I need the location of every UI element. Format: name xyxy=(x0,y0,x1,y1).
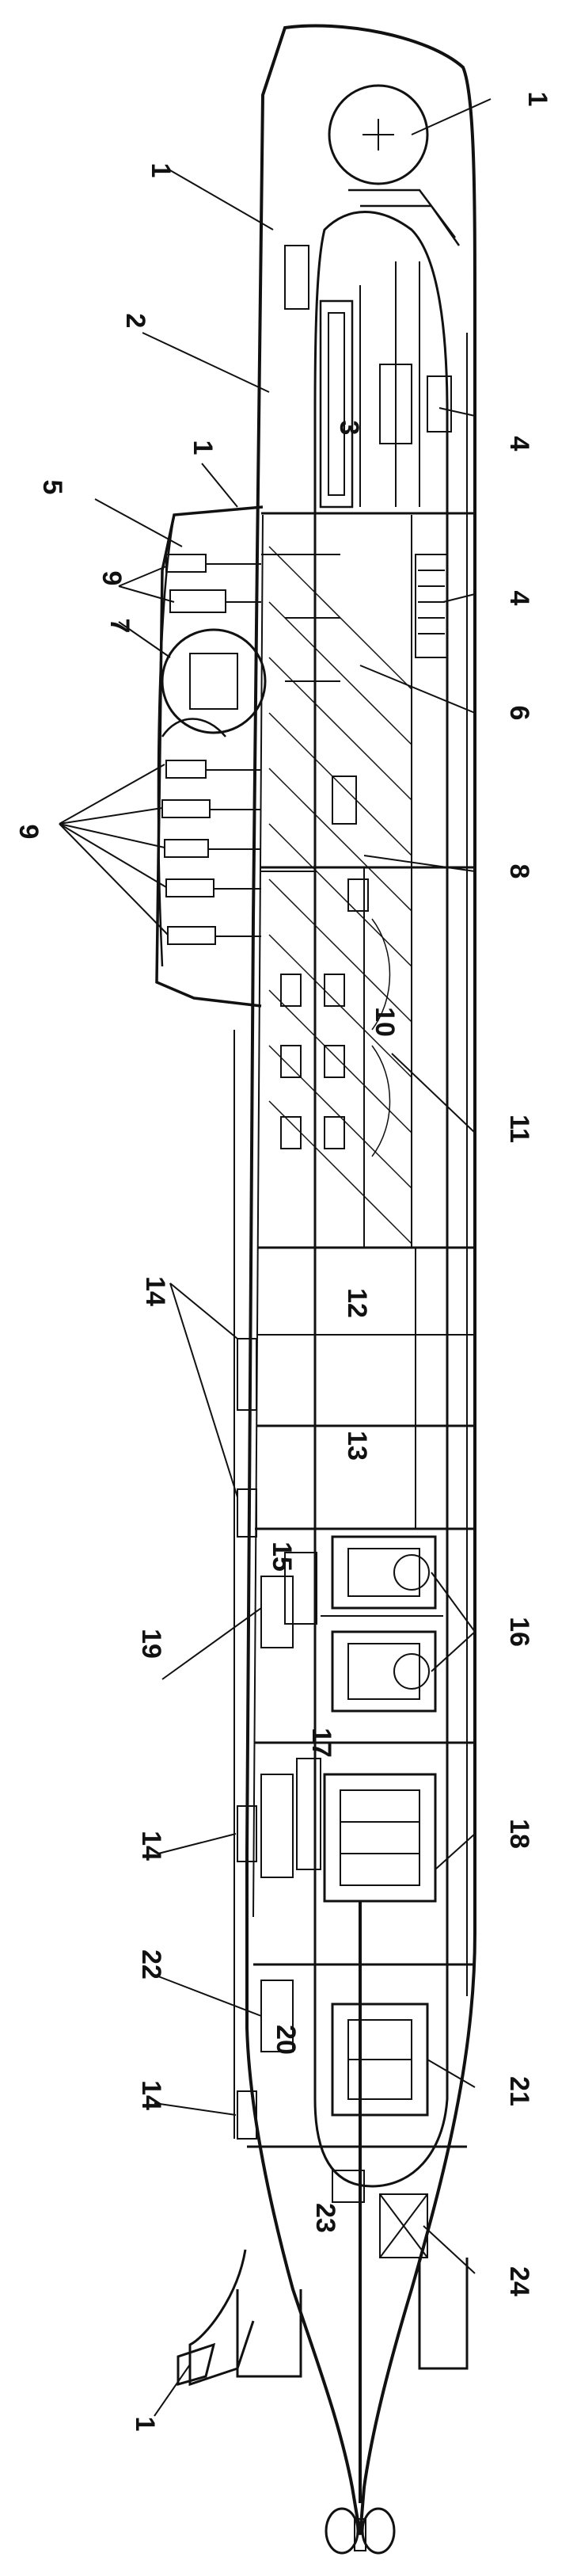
casing-equipment xyxy=(233,1030,294,2140)
label-20: 20 xyxy=(271,2025,301,2055)
torpedo-racks xyxy=(415,375,452,658)
label-17: 17 xyxy=(306,1728,336,1758)
label-22: 22 xyxy=(136,1949,166,1980)
label-14-aft: 14 xyxy=(136,2080,166,2110)
sonar-frame xyxy=(348,189,461,246)
label-16: 16 xyxy=(504,1617,534,1647)
label-11: 11 xyxy=(504,1115,534,1143)
control-equipment xyxy=(280,554,391,1157)
label-7: 7 xyxy=(104,619,135,634)
label-4-forward: 4 xyxy=(504,436,534,452)
label-1-upper: 1 xyxy=(146,163,176,178)
control-hatching xyxy=(268,515,412,1248)
label-10: 10 xyxy=(370,1007,400,1037)
label-9-upper: 9 xyxy=(97,571,127,586)
deck-line xyxy=(252,514,264,1918)
label-3: 3 xyxy=(334,421,364,436)
diesel-generators xyxy=(284,1535,443,1713)
label-19: 19 xyxy=(136,1629,166,1659)
label-4-aft: 4 xyxy=(504,591,534,606)
label-14-forward: 14 xyxy=(140,1276,170,1306)
label-21: 21 xyxy=(504,2076,534,2106)
torpedo-tubes xyxy=(284,245,420,509)
secondary-motor xyxy=(331,2002,429,2117)
bulkheads xyxy=(247,512,475,2148)
label-14-middle: 14 xyxy=(136,1831,166,1861)
sail-dome xyxy=(161,718,226,737)
label-23: 23 xyxy=(310,2203,340,2233)
escape-hatch xyxy=(189,653,238,710)
stern-equipment xyxy=(332,2170,428,2258)
label-15: 15 xyxy=(267,1541,297,1572)
compartments-12-13 xyxy=(257,1248,475,1529)
sail-outline xyxy=(155,505,264,1008)
label-1-bow-sonar: 1 xyxy=(522,92,552,107)
main-motor xyxy=(296,1758,437,1903)
sail-top xyxy=(157,514,176,967)
pressure-hull xyxy=(313,211,449,2188)
leader-lines xyxy=(59,98,492,2417)
hull-outline xyxy=(245,24,476,2536)
masts xyxy=(161,554,317,945)
label-18: 18 xyxy=(504,1819,534,1849)
label-1-stern: 1 xyxy=(130,2417,160,2432)
label-12: 12 xyxy=(342,1288,372,1318)
upper-rudder xyxy=(177,2342,216,2386)
label-1-sail: 1 xyxy=(188,440,218,455)
stern-planes xyxy=(188,2249,469,2387)
label-24: 24 xyxy=(504,2266,534,2296)
escape-sphere xyxy=(161,628,267,734)
label-5: 5 xyxy=(37,480,67,495)
label-8: 8 xyxy=(504,864,534,879)
sonar-sphere xyxy=(328,84,429,185)
label-9-lower: 9 xyxy=(13,825,44,840)
label-2: 2 xyxy=(120,314,150,329)
label-13: 13 xyxy=(342,1431,372,1461)
propeller xyxy=(325,2507,396,2555)
label-6: 6 xyxy=(504,706,534,721)
